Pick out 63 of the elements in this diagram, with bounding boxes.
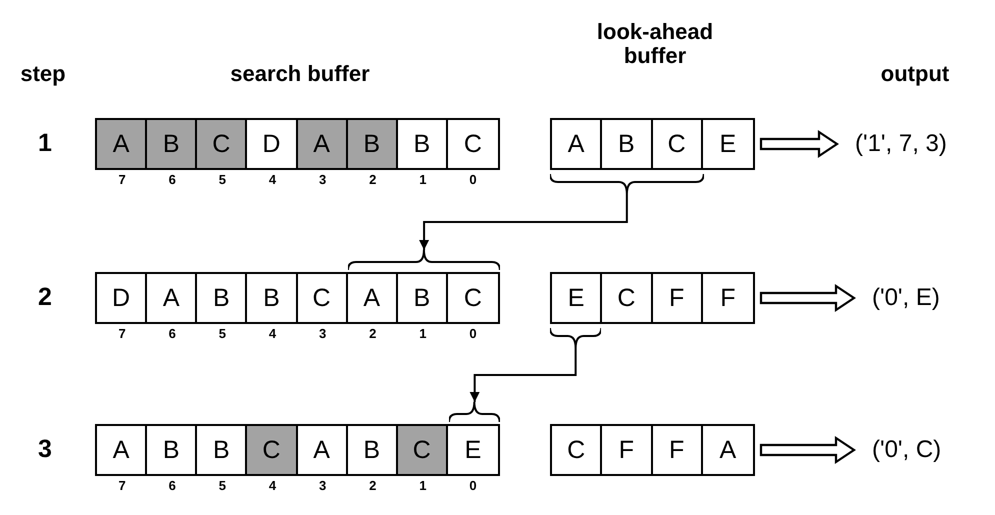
output-tuple: ('0', C) [872,438,942,462]
column-header: step [19,62,67,86]
step-number: 1 [37,130,53,158]
buffer-row [550,272,755,324]
buffer-cell: C [197,120,248,168]
position-index: 4 [268,327,278,342]
position-index: 6 [168,173,177,188]
buffer-cell: C [298,274,348,322]
buffer-cell: B [147,120,198,168]
buffer-cell: F [652,274,703,322]
buffer-cell: C [652,120,703,168]
curly-bracket [449,402,500,422]
buffer-cell: A [298,426,348,474]
position-index: 5 [218,479,227,494]
position-index: 2 [368,173,378,188]
position-index: 3 [318,173,328,188]
buffer-cell: A [348,274,398,322]
buffer-row [95,272,500,324]
buffer-cell: F [652,426,703,474]
buffer-cell: A [298,120,348,168]
step-number: 2 [37,284,53,312]
buffer-cell: B [348,426,398,474]
arrow [419,194,628,250]
hollow-arrow [760,130,839,158]
curly-bracket [348,250,500,270]
curly-bracket [550,328,602,348]
column-header: output [880,62,950,86]
position-index: 2 [368,327,378,342]
position-index: 1 [418,173,428,188]
buffer-cell: C [247,426,298,474]
position-index: 6 [168,327,177,342]
buffer-row [550,424,755,476]
position-index: 3 [318,327,328,342]
column-header: look-ahead buffer [596,20,714,68]
position-index: 1 [418,327,428,342]
buffer-row [550,118,755,170]
buffer-cell: C [398,426,448,474]
position-index: 2 [368,479,378,494]
arrow [470,348,577,402]
position-index: 7 [117,479,127,494]
position-index: 4 [268,479,278,494]
position-index: 7 [117,173,127,188]
column-header: search buffer [229,62,371,86]
output-tuple: ('1', 7, 3) [855,132,947,156]
buffer-row [95,424,500,476]
hollow-arrow [760,284,856,312]
position-index: 6 [168,479,177,494]
step-number: 3 [37,436,53,464]
curly-bracket [550,174,704,194]
hollow-arrow [760,436,856,464]
position-index: 3 [318,479,328,494]
position-index: 5 [218,327,227,342]
position-index: 0 [468,327,478,342]
position-index: 5 [218,173,227,188]
buffer-row [95,118,500,170]
output-tuple: ('0', E) [872,286,940,310]
position-index: 1 [418,479,428,494]
position-index: 4 [268,173,278,188]
position-index: 7 [117,327,127,342]
position-index: 0 [468,173,478,188]
position-index: 0 [468,479,478,494]
buffer-cell: B [348,120,398,168]
buffer-cell: A [97,120,148,168]
